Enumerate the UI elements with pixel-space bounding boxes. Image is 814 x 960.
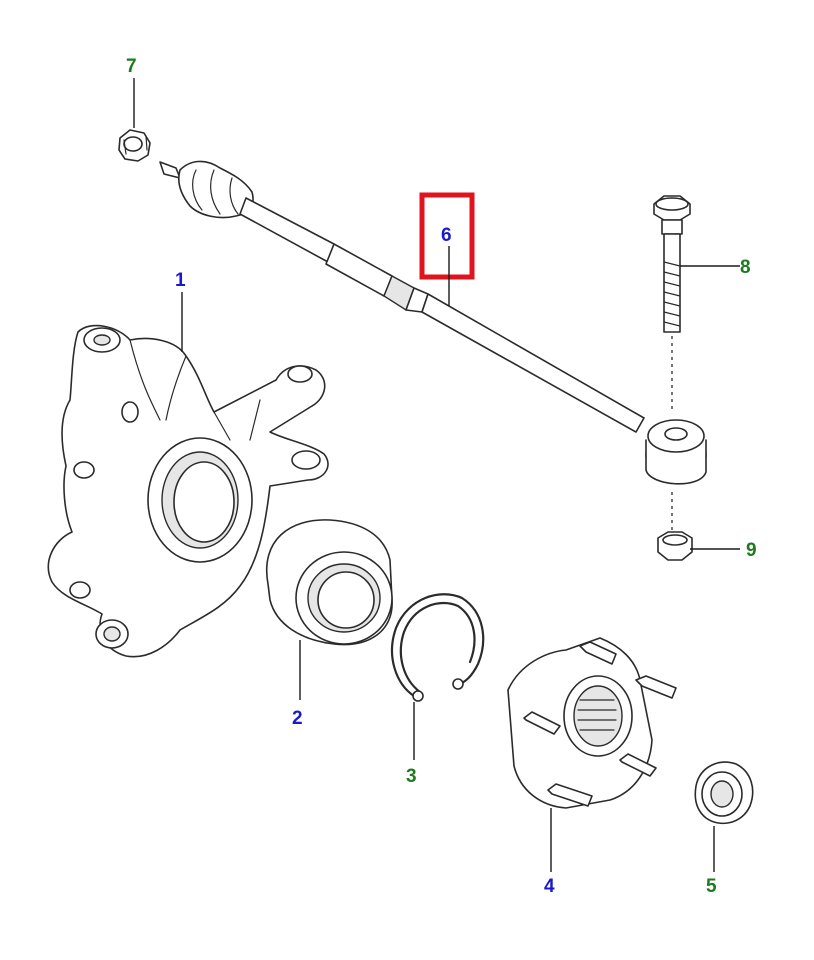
part-8-bolt	[653, 195, 691, 333]
callout-3: 3	[406, 766, 417, 787]
callout-6: 6	[441, 225, 452, 246]
callout-9: 9	[746, 540, 757, 561]
part-7-nut	[118, 129, 151, 162]
part-2-bearing	[265, 519, 393, 646]
callout-5: 5	[706, 876, 717, 897]
part-3-snap-ring	[390, 593, 485, 702]
callout-4: 4	[544, 876, 555, 897]
part-1-knuckle	[47, 324, 329, 658]
part-4-hub	[507, 637, 677, 809]
callout-1: 1	[175, 270, 186, 291]
callout-6-highlight-box	[419, 192, 475, 280]
part-6-tie-rod	[159, 160, 707, 485]
part-9-nut	[657, 531, 693, 561]
callout-7: 7	[126, 56, 137, 77]
callout-8: 8	[740, 257, 751, 278]
part-5-hub-nut	[694, 761, 754, 825]
callout-2: 2	[292, 708, 303, 729]
